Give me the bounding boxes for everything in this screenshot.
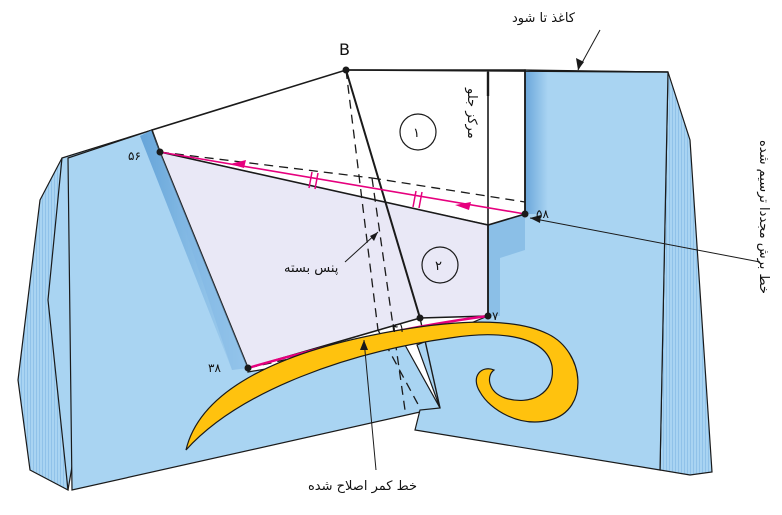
pattern-points (156, 66, 529, 372)
piece-one-circle (399, 113, 437, 151)
point-58-dot (521, 210, 529, 218)
pattern-top-edge (345, 69, 669, 73)
recut-line-label: خط برش مجددا ترسیم شده (756, 140, 771, 294)
point-58-label: ۵۸ (536, 207, 549, 221)
piece-two-circle (421, 246, 459, 284)
paper-fold-label: کاغذ تا شود (512, 11, 576, 26)
closed-dart-label: پنس بسته (284, 261, 339, 276)
fold-line-b (345, 69, 421, 319)
original-dart-dashed-lines (159, 69, 526, 411)
leader-arrows (360, 58, 584, 350)
point-56-dot (156, 148, 164, 156)
paper-center-shade (488, 214, 525, 316)
point-b-dot (342, 66, 350, 74)
point-41-dot (416, 314, 424, 322)
piece-two-number: ۲ (435, 259, 442, 274)
piece-one-number: ۱ (413, 126, 420, 141)
pattern-left-edge (152, 130, 248, 370)
recut-leader (529, 217, 761, 263)
waist-leader (363, 339, 377, 471)
point-38-label: ۳۸ (208, 361, 221, 375)
paper-back-fold-right (659, 71, 713, 476)
recut-arrows (230, 160, 471, 210)
corrected-waist-label: خط کمر اصلاح شده (308, 479, 417, 494)
paper-right-fold-shade (525, 70, 548, 214)
recut-tick-marks (308, 171, 423, 209)
point-56-label: ۵۶ (128, 149, 141, 163)
point-38-dot (244, 364, 252, 372)
center-front-label: مرکز جلو (464, 87, 479, 139)
point-7-dot (484, 312, 492, 320)
point-41-label: ۴۱ (392, 321, 405, 335)
french-curve-ruler (185, 321, 579, 451)
point-b-label: B (339, 40, 350, 59)
point-7-label: ۷ (492, 309, 499, 323)
